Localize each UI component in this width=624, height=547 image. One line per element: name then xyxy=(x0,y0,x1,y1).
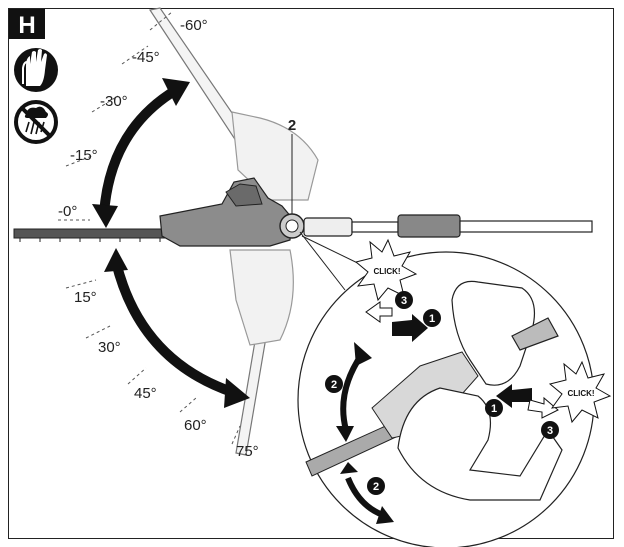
click-burst-top: CLICK! xyxy=(354,238,418,302)
angle-label-15: 15° xyxy=(74,289,97,306)
svg-text:1: 1 xyxy=(491,403,497,415)
angle-label-minus-30: -30° xyxy=(100,93,128,110)
step-badge-3-bottom: 3 xyxy=(541,421,559,439)
extension-shaft xyxy=(303,214,593,238)
step-badge-2-bottom: 2 xyxy=(367,477,385,495)
tilt-up-arrow xyxy=(92,78,190,228)
angle-label-75: 75° xyxy=(236,443,259,460)
angle-label-30: 30° xyxy=(98,339,121,356)
svg-text:3: 3 xyxy=(547,425,553,437)
detail-rotate-arrow xyxy=(336,342,372,442)
trimmer-head xyxy=(159,177,293,247)
svg-text:1: 1 xyxy=(429,313,435,325)
svg-text:2: 2 xyxy=(331,379,337,391)
part-number-label: 2 xyxy=(288,117,296,134)
panel-letter: H xyxy=(18,12,35,39)
click-label-top: CLICK! xyxy=(373,267,400,276)
angle-label-minus-45: -45° xyxy=(132,49,160,66)
release-arrow-top xyxy=(365,301,393,323)
angle-label-minus-15: -15° xyxy=(70,147,98,164)
step-badge-1-top: 1 xyxy=(423,309,441,327)
detail-rotate-arrow-lower xyxy=(340,462,394,524)
no-rain-icon xyxy=(14,100,58,144)
angle-label-60: 60° xyxy=(184,417,207,434)
push-arrow-bottom xyxy=(496,384,532,408)
release-arrow-bottom xyxy=(527,396,559,419)
detail-hand-top xyxy=(451,280,559,386)
figure-frame xyxy=(8,8,614,539)
step-badge-1-bottom: 1 xyxy=(485,399,503,417)
click-burst-bottom: CLICK! xyxy=(548,360,612,424)
step-badge-2-left: 2 xyxy=(325,375,343,393)
tilt-down-arrow xyxy=(104,248,250,408)
svg-text:2: 2 xyxy=(373,481,379,493)
step-badge-3-top: 3 xyxy=(395,291,413,309)
svg-text:3: 3 xyxy=(401,295,407,307)
protective-gloves-icon xyxy=(14,48,58,92)
angle-scale: -60° -45° -30° -15° -0° 15° 30° 45° 60° … xyxy=(58,11,259,460)
push-arrow-top xyxy=(392,314,428,342)
pivot-joint xyxy=(279,213,305,239)
angle-label-45: 45° xyxy=(134,385,157,402)
hedge-blade-horizontal xyxy=(13,228,175,242)
angle-label-0: -0° xyxy=(58,203,77,220)
detail-hand-bottom xyxy=(397,387,563,501)
ghost-blade-down xyxy=(229,249,294,456)
click-label-bottom: CLICK! xyxy=(567,389,594,398)
panel-letter-badge: H xyxy=(9,9,45,39)
angle-label-minus-60: -60° xyxy=(180,17,208,34)
